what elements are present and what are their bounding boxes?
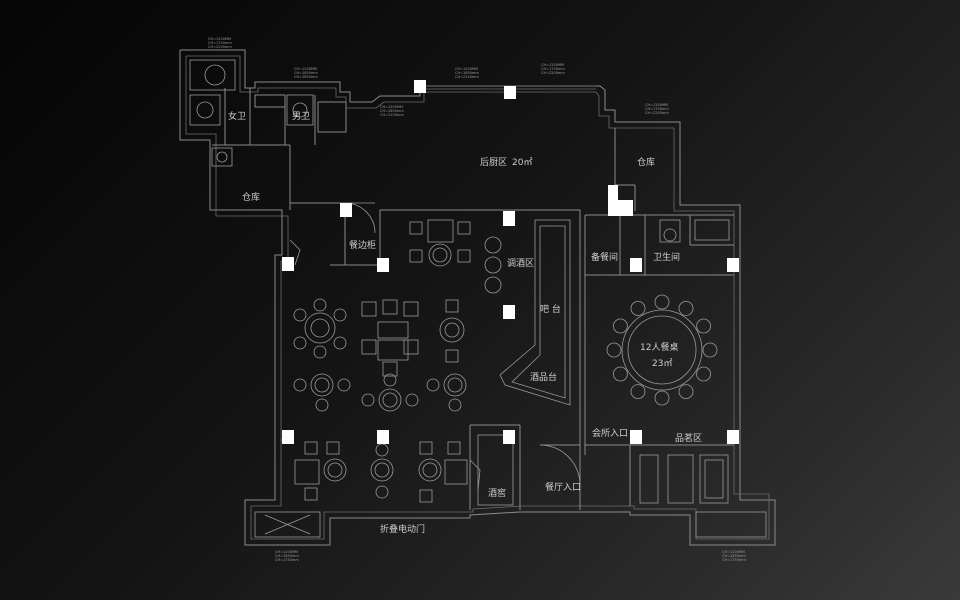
square-marker-icon bbox=[340, 203, 352, 217]
note-6c: CH=2250mm bbox=[645, 111, 669, 115]
square-marker-icon bbox=[503, 305, 515, 319]
chair bbox=[702, 342, 718, 358]
note-4c: CH=2150mm bbox=[455, 75, 479, 79]
square-marker-icon bbox=[727, 430, 739, 444]
chair bbox=[630, 300, 646, 316]
room-bartending: 调酒区 bbox=[507, 258, 534, 269]
room-bar-counter: 吧 台 bbox=[540, 303, 561, 315]
room-women-wc: 女卫 bbox=[228, 110, 246, 122]
square-marker-icon bbox=[377, 258, 389, 272]
square-marker-icon bbox=[282, 430, 294, 444]
square-marker-icon bbox=[282, 257, 294, 271]
note-5b: CH=1750mm bbox=[541, 67, 565, 71]
doors bbox=[289, 202, 581, 491]
square-marker-icon bbox=[608, 185, 633, 216]
chair bbox=[654, 390, 670, 406]
note-5a: CH=1200MM bbox=[541, 63, 564, 67]
interior-walls bbox=[212, 88, 734, 510]
chair bbox=[606, 342, 622, 358]
chair bbox=[696, 318, 711, 334]
square-marker-icon bbox=[503, 211, 515, 226]
room-display: 品茗区 bbox=[675, 433, 702, 444]
note-5c: CH=2200mm bbox=[541, 71, 565, 75]
chair bbox=[654, 294, 670, 310]
fixtures bbox=[189, 59, 767, 538]
note-6b: CH=1750mm bbox=[645, 107, 669, 111]
note-4a: CH=1200MM bbox=[455, 67, 478, 71]
note-8c: CH=1750mm bbox=[275, 558, 299, 562]
room-storage-right: 仓库 bbox=[637, 156, 655, 168]
note-1c: CH=2200mm bbox=[208, 45, 232, 49]
private-room-table bbox=[606, 294, 718, 406]
bar-counter bbox=[484, 219, 571, 406]
note-2b: CH=1850mm bbox=[294, 71, 318, 75]
note-9b: CH=1850mm bbox=[722, 554, 746, 558]
chair bbox=[613, 366, 628, 382]
chair bbox=[613, 318, 628, 334]
square-marker-icon bbox=[377, 430, 389, 444]
square-marker-icon bbox=[630, 258, 642, 272]
room-back-kitchen: 后厨区 bbox=[480, 157, 507, 168]
note-3c: CH=2150mm bbox=[380, 113, 404, 117]
note-2a: CH=1200MM bbox=[294, 67, 317, 71]
room-restaurant-entrance: 餐厅入口 bbox=[545, 481, 581, 493]
square-marker-icon bbox=[630, 430, 642, 444]
chair bbox=[630, 384, 646, 400]
note-1a: CH=1200MM bbox=[208, 37, 231, 41]
note-3a: CH=1200MM bbox=[380, 105, 403, 109]
note-8a: CH=1200MM bbox=[275, 550, 298, 554]
markers bbox=[282, 80, 739, 444]
note-9a: CH=1200MM bbox=[722, 550, 745, 554]
chair bbox=[678, 384, 694, 400]
note-3b: CH=1850mm bbox=[380, 109, 404, 113]
note-6a: CH=1200MM bbox=[645, 103, 668, 107]
note-8b: CH=1850mm bbox=[275, 554, 299, 558]
outer-walls bbox=[179, 49, 776, 546]
room-wine-counter: 酒品台 bbox=[530, 371, 557, 383]
square-marker-icon bbox=[503, 430, 515, 444]
round-table-icon bbox=[428, 243, 452, 267]
room-storage-left: 仓库 bbox=[242, 191, 260, 203]
dining-table-icon bbox=[427, 219, 454, 243]
dining-tables bbox=[293, 219, 471, 503]
square-marker-icon bbox=[504, 86, 516, 99]
room-men-wc: 男卫 bbox=[292, 111, 310, 122]
room-back-kitchen-area: 20㎡ bbox=[512, 157, 532, 168]
room-wine-cellar: 酒窖 bbox=[488, 487, 506, 499]
note-9c: CH=1750mm bbox=[722, 558, 746, 562]
ceiling-notes: CH=1200MM CH=1750mm CH=2200mm CH=1200MM … bbox=[208, 37, 746, 562]
chair bbox=[678, 300, 694, 316]
room-prep: 备餐间 bbox=[591, 251, 618, 263]
note-4b: CH=1850mm bbox=[455, 71, 479, 75]
room-club-entrance: 会所入口 bbox=[592, 427, 628, 439]
room-labels: 女卫 男卫 仓库 后厨区 20㎡ 仓库 餐边柜 调酒区 备餐间 卫生间 吧 台 … bbox=[228, 110, 702, 535]
room-side-cabinet: 餐边柜 bbox=[349, 239, 376, 251]
room-toilet: 卫生间 bbox=[653, 251, 680, 263]
note-1b: CH=1750mm bbox=[208, 41, 232, 45]
room-private: 12人餐桌 bbox=[640, 341, 678, 353]
note-2c: CH=2850mm bbox=[294, 75, 318, 79]
chair bbox=[696, 366, 711, 382]
square-marker-icon bbox=[727, 258, 739, 272]
room-folding-door: 折叠电动门 bbox=[380, 523, 425, 535]
square-marker-icon bbox=[414, 80, 426, 93]
room-private-area: 23㎡ bbox=[652, 358, 672, 369]
